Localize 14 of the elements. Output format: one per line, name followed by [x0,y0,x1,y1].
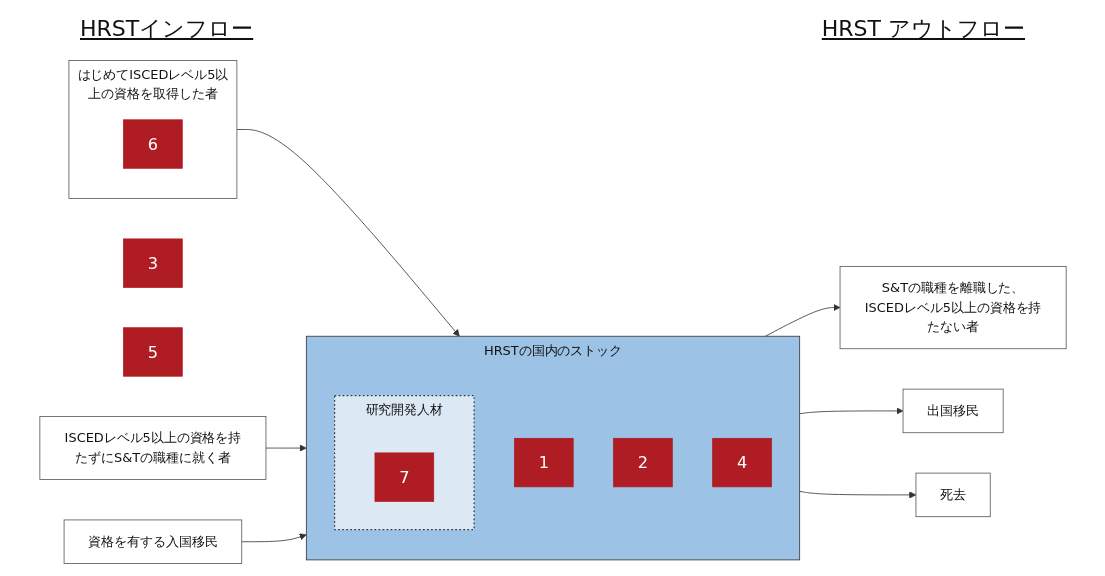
node-box: 4 [711,437,772,488]
section-heading: HRST アウトフロー [821,15,1025,43]
node-box: 2 [612,437,673,488]
node-box: 5 [122,327,183,377]
section-heading: HRSTインフロー [80,15,254,43]
node-box: 6 [122,119,183,169]
node-box: ISCEDレベル5以上の資格を持たずにS&Tの職種に就く者 [38,416,266,480]
node-box: S&Tの職種を離職した、ISCEDレベル5以上の資格を持たない者 [839,265,1067,350]
node-box: 7 [374,452,434,502]
node-box: 3 [122,238,183,288]
node-box: 死去 [915,472,991,518]
node-box: 出国移民 [902,388,1004,434]
node-box: 資格を有する入国移民 [63,519,242,564]
node-box: 1 [513,437,574,488]
